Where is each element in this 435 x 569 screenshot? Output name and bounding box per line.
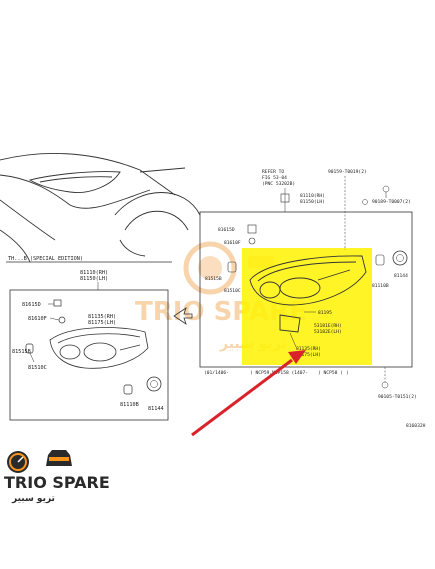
inset-top-rh: 81110(RH) — [80, 270, 108, 276]
car-front-icon — [46, 450, 72, 466]
brand-arabic: تريو سبير — [11, 494, 55, 504]
part-81135-rh: 81135(RH) — [296, 346, 321, 352]
inset-81615d: 81615D — [22, 302, 41, 308]
inset-81144: 81144 — [148, 406, 164, 412]
headlamp-assembly — [249, 255, 367, 333]
brand-name: TRIO SPARE — [4, 473, 110, 492]
brand-logo: TRIO SPARE تريو سبير — [4, 450, 110, 504]
inset-81175-lh: 81175(LH) — [88, 320, 116, 326]
inset-81610f: 81610F — [28, 316, 47, 322]
part-81515b: 81515B — [205, 276, 222, 282]
code-1: (01/1406- — [204, 370, 229, 376]
inset-81510c: 81510C — [28, 365, 47, 371]
inset-top-lh: 81150(LH) — [80, 276, 108, 282]
inset-81515b: 81515B — [12, 349, 31, 355]
refer-line-1: REFER TO — [262, 169, 284, 175]
part-81144: 81144 — [394, 273, 408, 279]
highlight-box — [242, 248, 372, 365]
part-81110b: 81110B — [372, 283, 389, 289]
red-arrow — [191, 350, 306, 437]
part-81510c: 81510C — [224, 288, 241, 294]
inset-headlamp — [49, 327, 149, 369]
part-81110-rh: 81110(RH) — [300, 193, 325, 199]
code-2: ) NCP59,NSP158 (1407- — [250, 370, 308, 376]
part-81610f: 81610F — [224, 240, 241, 246]
main-diagram: REFER TO FIG 53-04 (PNC 53202B) 90159-T0… — [199, 169, 426, 429]
inset-81135-rh: 81135(RH) — [88, 314, 116, 320]
refer-line-2: FIG 53-04 — [262, 175, 287, 181]
inset-81110b: 81110B — [120, 402, 139, 408]
diagram-id: 816032H — [406, 423, 426, 429]
code-4: ) — [346, 370, 349, 376]
code-3: ) NCP58 ( — [318, 370, 343, 376]
part-81175-lh: 81175(LH) — [296, 352, 321, 358]
clip-label: 90189-T0007(2) — [372, 199, 411, 205]
direction-arrow — [173, 307, 193, 325]
part-81150-lh: 81150(LH) — [300, 199, 325, 205]
part-81615d: 81615D — [218, 227, 235, 233]
refer-line-3: (PNC 53202B) — [262, 181, 295, 187]
part-81195: 81195 — [318, 310, 332, 316]
part-53181e-rh: 53181E(RH) — [314, 323, 342, 329]
bolt-top-label: 90159-T0019(2) — [328, 169, 367, 175]
part-53182e-lh: 53182E(LH) — [314, 329, 342, 335]
special-edition-inset: TH...B (SPECIAL EDITION) 81110(RH) 81150… — [6, 256, 172, 421]
gauge-icon — [7, 451, 29, 473]
bolt-bottom-label: 90105-T0151(2) — [378, 394, 417, 400]
inset-header: TH...B (SPECIAL EDITION) — [8, 256, 83, 262]
car-front-sketch — [0, 153, 201, 263]
